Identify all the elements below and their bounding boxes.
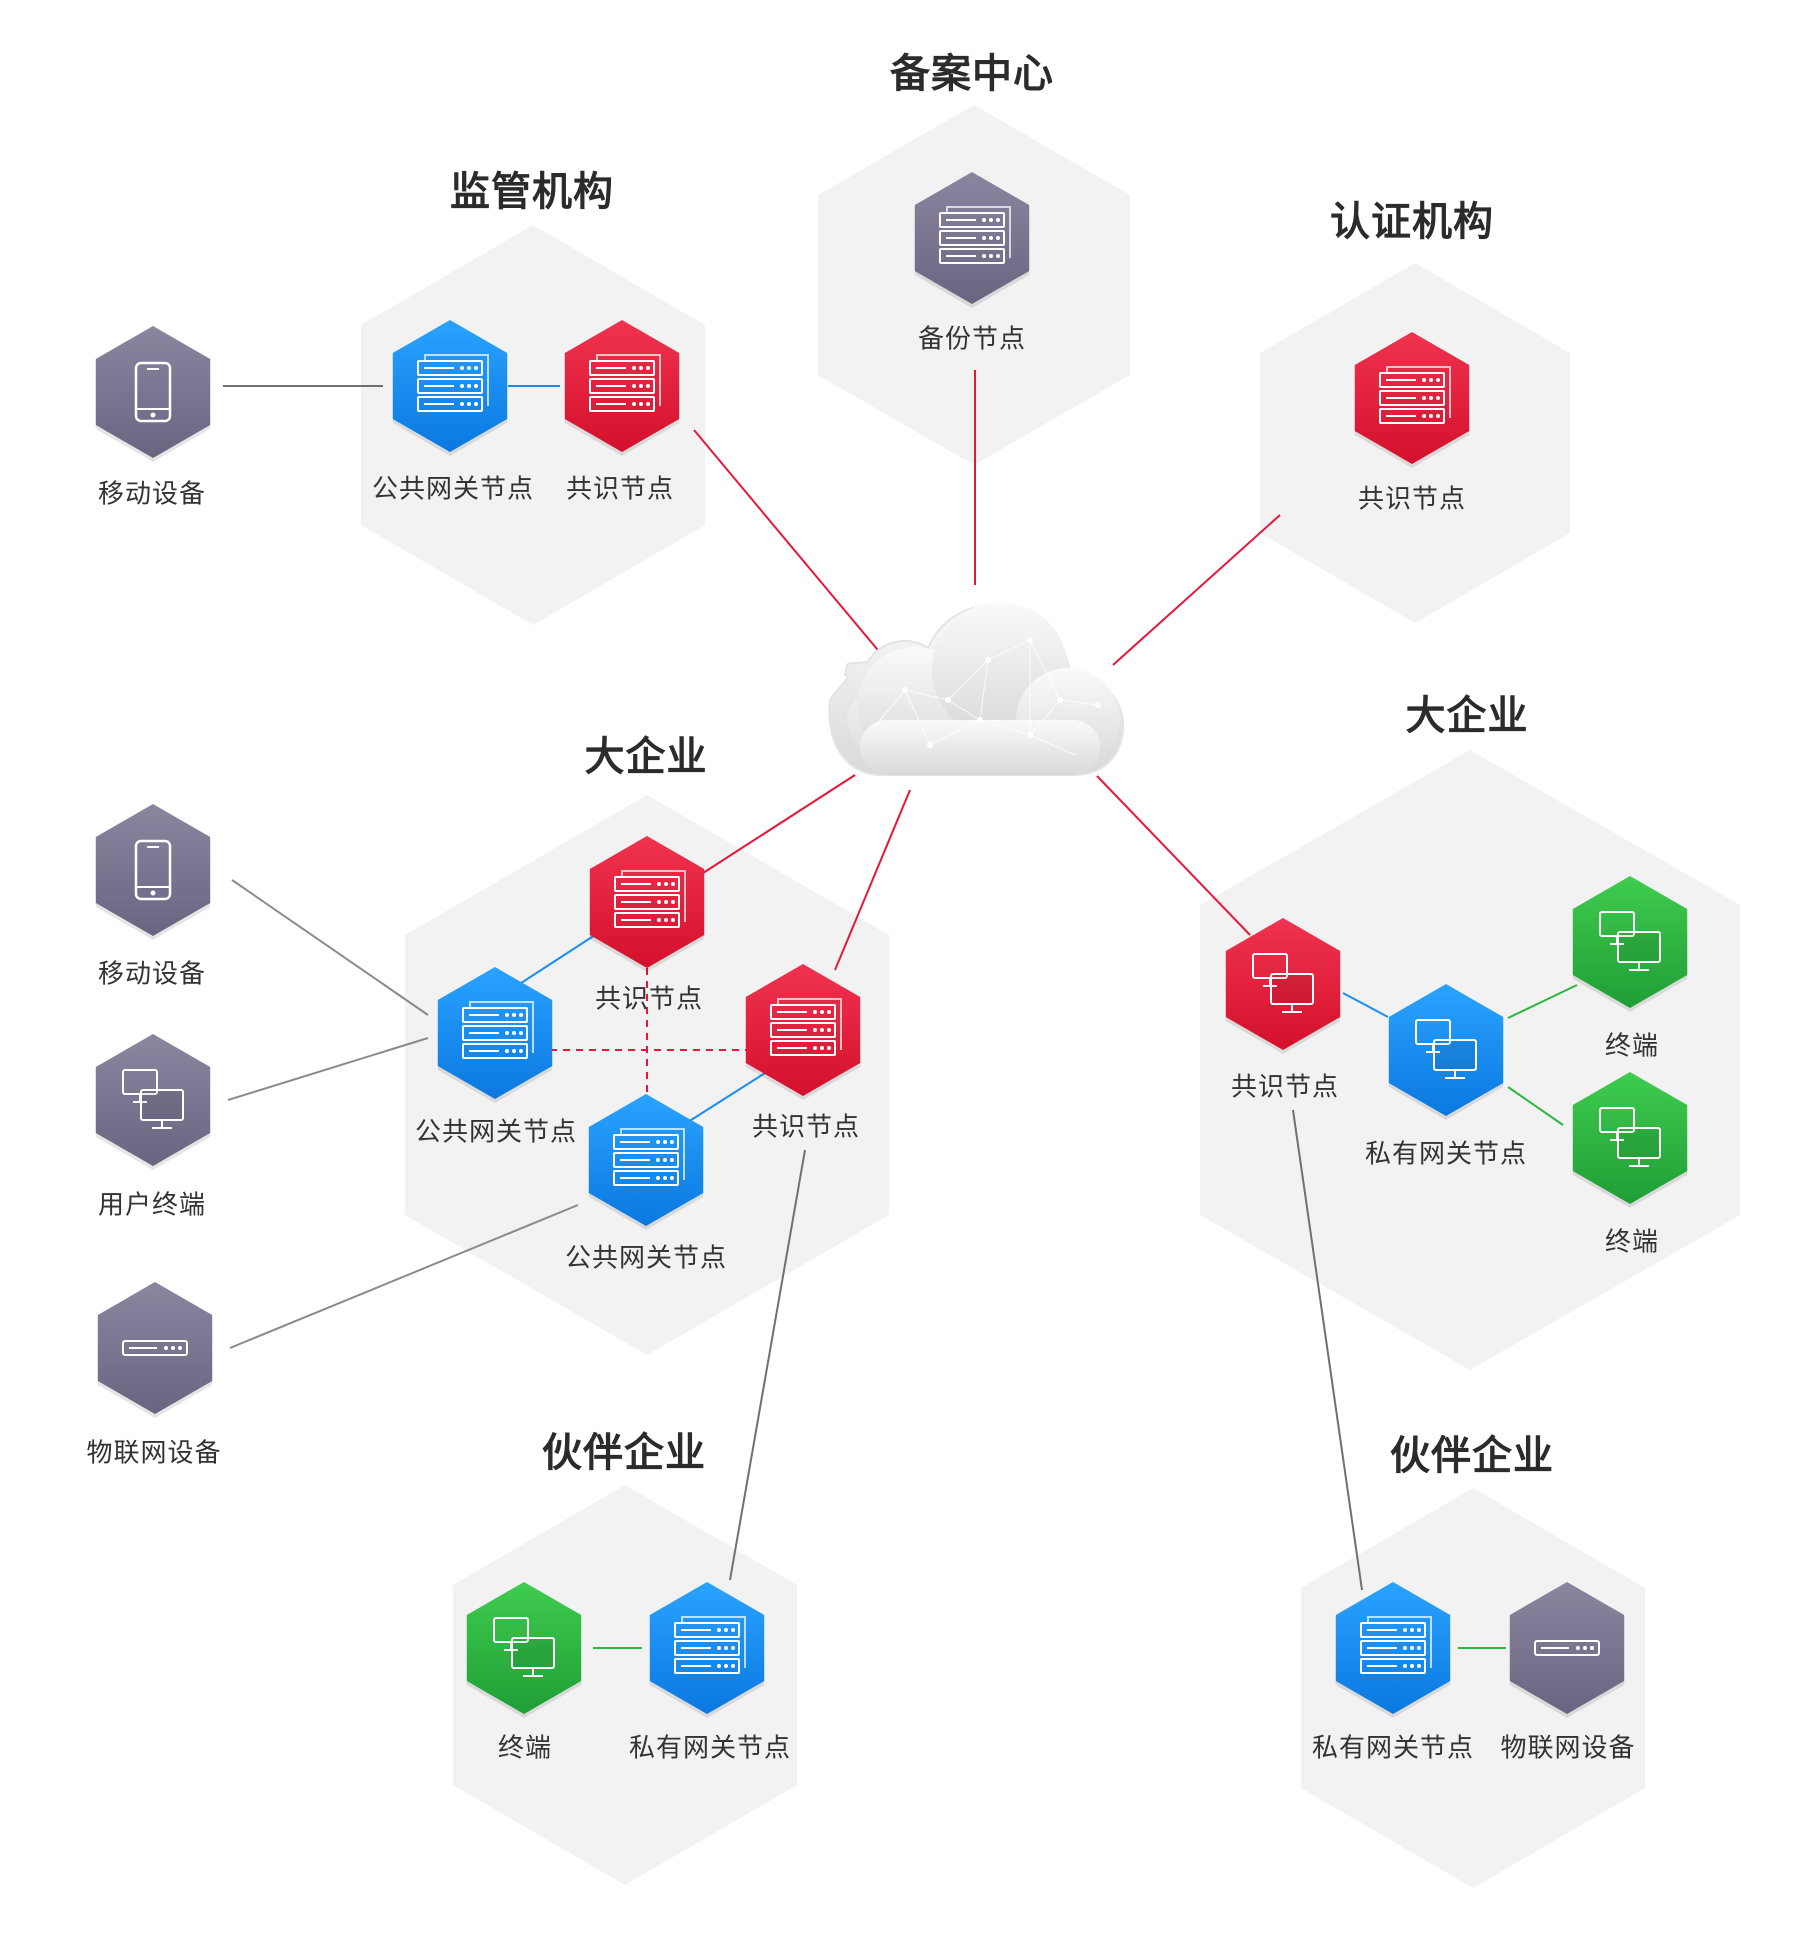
server-icon <box>674 1616 746 1674</box>
region-title-enterprise-right: 大企业 <box>1405 694 1529 738</box>
monitor-icon <box>122 1069 184 1129</box>
node-label-pl-gateway: 私有网关节点 <box>628 1732 792 1763</box>
server-icon <box>1360 1616 1432 1674</box>
edge-el-gateway-bottom-consensus-right <box>687 1072 766 1123</box>
node-label-el-consensus-top: 共识节点 <box>594 983 704 1014</box>
edge-cloud-reg-consensus <box>693 429 883 656</box>
node-er-terminal-top <box>1572 876 1688 1012</box>
node-label-reg-gateway: 公共网关节点 <box>371 473 535 504</box>
node-label-el-iot: 物联网设备 <box>86 1437 222 1468</box>
node-label-er-terminal-top: 终端 <box>1604 1030 1660 1061</box>
edge-cloud-el-consensus-top <box>699 774 856 876</box>
edge-el-user-terminal-gateway <box>227 1037 429 1101</box>
node-pl-gateway <box>649 1582 765 1718</box>
server-icon <box>589 354 661 412</box>
node-el-mobile <box>95 804 211 940</box>
edge-el-mobile-gateway <box>231 879 429 1016</box>
node-backup <box>914 172 1030 308</box>
edge-er-gateway-terminal-top <box>1507 984 1578 1019</box>
node-label-reg-consensus: 共识节点 <box>565 473 675 504</box>
edge-el-gateway-consensus-top <box>517 934 596 986</box>
edge-er-consensus-pr-gateway <box>1292 1109 1363 1591</box>
region-title-partner-right: 伙伴企业 <box>1390 1434 1554 1478</box>
node-cert-consensus <box>1354 332 1470 468</box>
node-pr-gateway <box>1335 1582 1451 1718</box>
edge-cloud-cert-consensus <box>1112 514 1281 666</box>
region-title-filing-center: 备案中心 <box>890 52 1054 96</box>
node-label-el-user-terminal: 用户终端 <box>97 1189 207 1220</box>
node-pl-terminal <box>466 1582 582 1718</box>
edge-er-gateway-terminal-bottom <box>1507 1086 1564 1126</box>
monitor-icon <box>1415 1019 1477 1079</box>
region-title-enterprise-left: 大企业 <box>584 735 708 779</box>
monitor-icon <box>1599 1107 1661 1167</box>
node-label-reg-mobile: 移动设备 <box>97 478 207 509</box>
node-label-pr-iot: 物联网设备 <box>1500 1732 1636 1763</box>
node-label-cert-consensus: 共识节点 <box>1357 483 1467 514</box>
edge-el-consensus-pl-gateway <box>729 1149 806 1581</box>
server-icon <box>613 1128 685 1186</box>
phone-icon <box>134 361 172 423</box>
node-reg-gateway <box>392 320 508 456</box>
cloud-icon <box>828 602 1125 776</box>
server-icon <box>770 998 842 1056</box>
node-label-er-gateway: 私有网关节点 <box>1364 1138 1528 1169</box>
server-icon <box>939 206 1011 264</box>
node-er-consensus <box>1225 918 1341 1054</box>
node-el-consensus-top <box>589 836 705 972</box>
node-el-user-terminal <box>95 1034 211 1170</box>
phone-icon <box>134 839 172 901</box>
node-label-el-mobile: 移动设备 <box>97 958 207 989</box>
region-title-cert-authority: 认证机构 <box>1330 200 1494 244</box>
node-el-gateway-left <box>437 967 553 1103</box>
server-icon <box>614 870 686 928</box>
node-el-iot <box>97 1282 213 1418</box>
region-title-regulator: 监管机构 <box>450 170 614 214</box>
server-icon <box>1379 366 1451 424</box>
node-el-consensus-right <box>745 964 861 1100</box>
edge-er-consensus-gateway <box>1342 992 1389 1018</box>
node-label-er-terminal-bottom: 终端 <box>1604 1226 1660 1257</box>
monitor-icon <box>1252 953 1314 1013</box>
node-layer <box>95 172 1688 1718</box>
node-label-er-consensus: 共识节点 <box>1230 1071 1340 1102</box>
node-reg-mobile <box>95 326 211 462</box>
node-label-pr-gateway: 私有网关节点 <box>1311 1732 1475 1763</box>
node-pr-iot <box>1509 1582 1625 1718</box>
node-label-pl-terminal: 终端 <box>497 1732 553 1763</box>
edge-cloud-el-consensus-right <box>834 789 911 971</box>
monitor-icon <box>493 1617 555 1677</box>
edge-el-iot-gateway <box>229 1204 579 1349</box>
node-er-gateway <box>1388 984 1504 1120</box>
iot-icon <box>1534 1640 1600 1656</box>
node-reg-consensus <box>564 320 680 456</box>
server-icon <box>462 1001 534 1059</box>
server-icon <box>417 354 489 412</box>
region-title-partner-left: 伙伴企业 <box>542 1431 706 1475</box>
iot-icon <box>122 1340 188 1356</box>
monitor-icon <box>1599 911 1661 971</box>
node-el-gateway-bottom <box>588 1094 704 1230</box>
node-label-el-gateway-left: 公共网关节点 <box>414 1116 578 1147</box>
edge-cloud-er-consensus <box>1096 775 1251 936</box>
node-er-terminal-bottom <box>1572 1072 1688 1208</box>
node-label-backup: 备份节点 <box>917 323 1027 354</box>
node-label-el-consensus-right: 共识节点 <box>751 1111 861 1142</box>
node-label-el-gateway-bottom: 公共网关节点 <box>564 1242 728 1273</box>
